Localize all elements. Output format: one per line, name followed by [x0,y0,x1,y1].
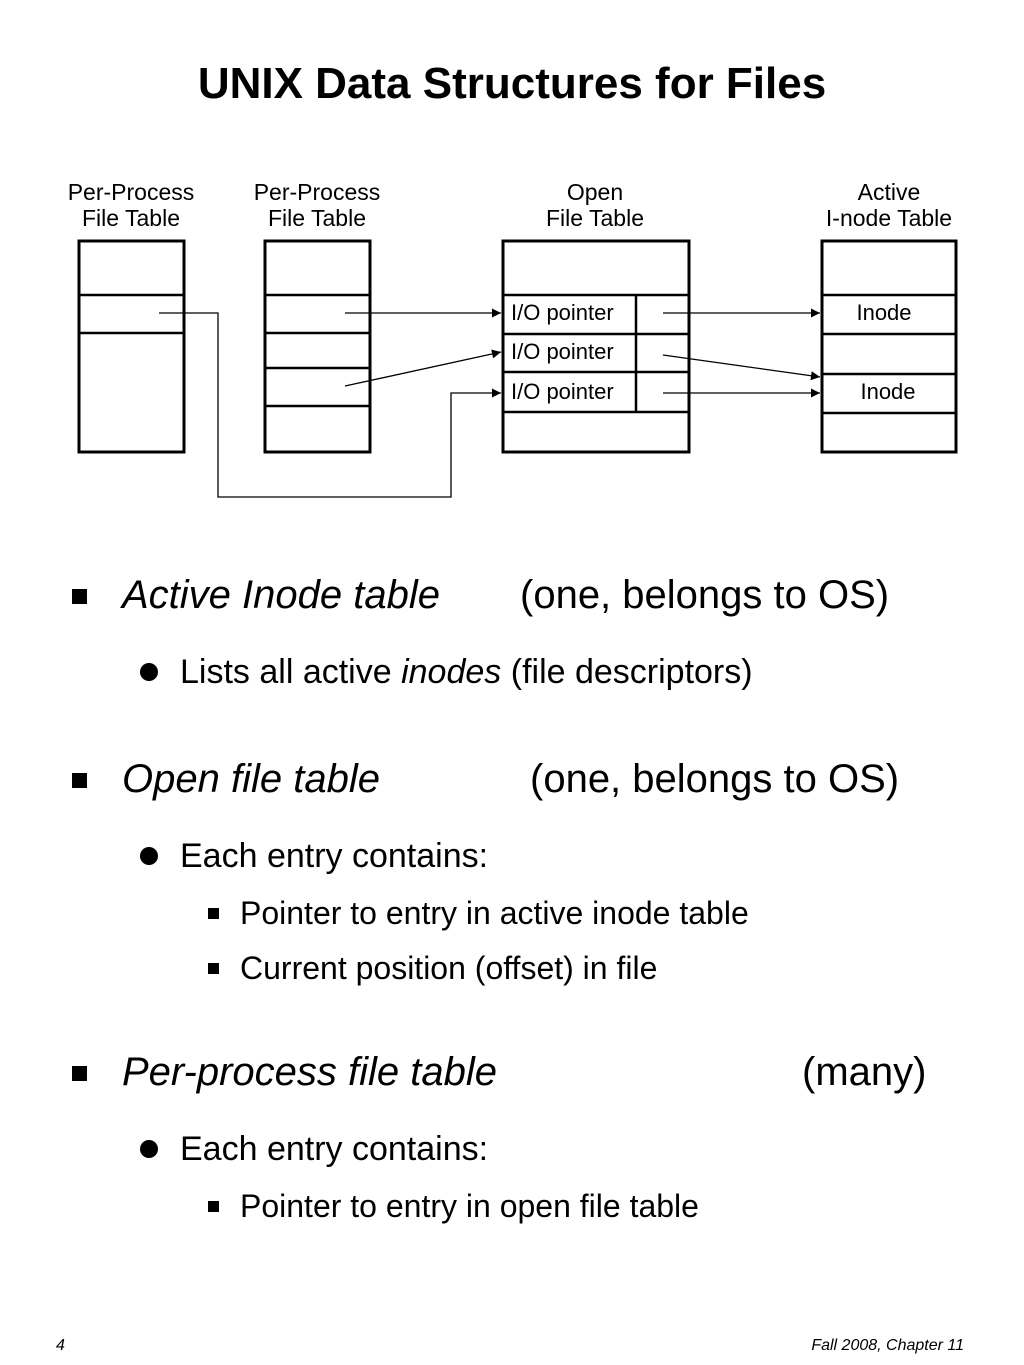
per-process-table-2 [263,239,372,454]
bullet-square-marker [72,1066,87,1081]
bullet-square-marker [72,589,87,604]
table-label-per-process-1-line1: Per-Process [68,179,195,205]
bullet-active-inode-detail: Lists all active inodes (file descriptor… [180,653,753,691]
per-process-table-1 [77,239,186,454]
pointer-table1-to-open-entry3 [159,312,501,498]
slide-title: UNIX Data Structures for Files [197,59,827,108]
table-label-active-inode-line1: Active [858,179,921,205]
bullet-open-file-item-1: Pointer to entry in active inode table [240,895,749,931]
table-label-active-inode-line2: I-node Table [826,205,952,231]
bullet-dot-marker [140,847,158,865]
pointer-table2-to-open-entry2 [344,349,502,387]
bullet-per-process-note: (many) [802,1050,927,1094]
bullet-dot-marker [140,1140,158,1158]
bullet-small-square-marker [208,963,219,974]
bullet-per-process-item-1: Pointer to entry in open file table [240,1188,699,1224]
bullet-small-square-marker [208,908,219,919]
bullet-per-process-detail: Each entry contains: [180,1130,489,1168]
table-label-per-process-2-line2: File Table [268,205,366,231]
page-number: 4 [56,1337,65,1354]
bullet-active-inode-term: Active Inode table [122,573,440,617]
bullet-dot-marker [140,663,158,681]
open-file-entry-1: I/O pointer [511,300,614,325]
table-label-per-process-2-line1: Per-Process [254,179,381,205]
file-structures-diagram: Per-Process File Table Per-Process File … [68,179,958,498]
open-file-entry-2: I/O pointer [511,339,614,364]
bullet-open-file-note: (one, belongs to OS) [530,757,900,801]
open-file-entry-3: I/O pointer [511,379,614,404]
inode-entry-2: Inode [860,379,915,404]
table-label-open-file-line2: File Table [546,205,644,231]
bullet-open-file-detail: Each entry contains: [180,837,489,875]
bullet-active-inode-note: (one, belongs to OS) [520,573,890,617]
inode-entry-1: Inode [856,300,911,325]
table-label-open-file-line1: Open [567,179,623,205]
footer-course-info: Fall 2008, Chapter 11 [811,1337,964,1354]
bullet-small-square-marker [208,1201,219,1212]
bullet-open-file-item-2: Current position (offset) in file [240,950,658,986]
active-inode-table: Inode Inode [820,239,958,454]
bullet-square-marker [72,773,87,788]
bullet-per-process-term: Per-process file table [122,1050,497,1094]
bullet-open-file-term: Open file table [122,757,380,801]
pointer-open2-to-inode2 [662,354,821,381]
open-file-table: I/O pointer I/O pointer I/O pointer [501,239,691,454]
table-label-per-process-1-line2: File Table [82,205,180,231]
